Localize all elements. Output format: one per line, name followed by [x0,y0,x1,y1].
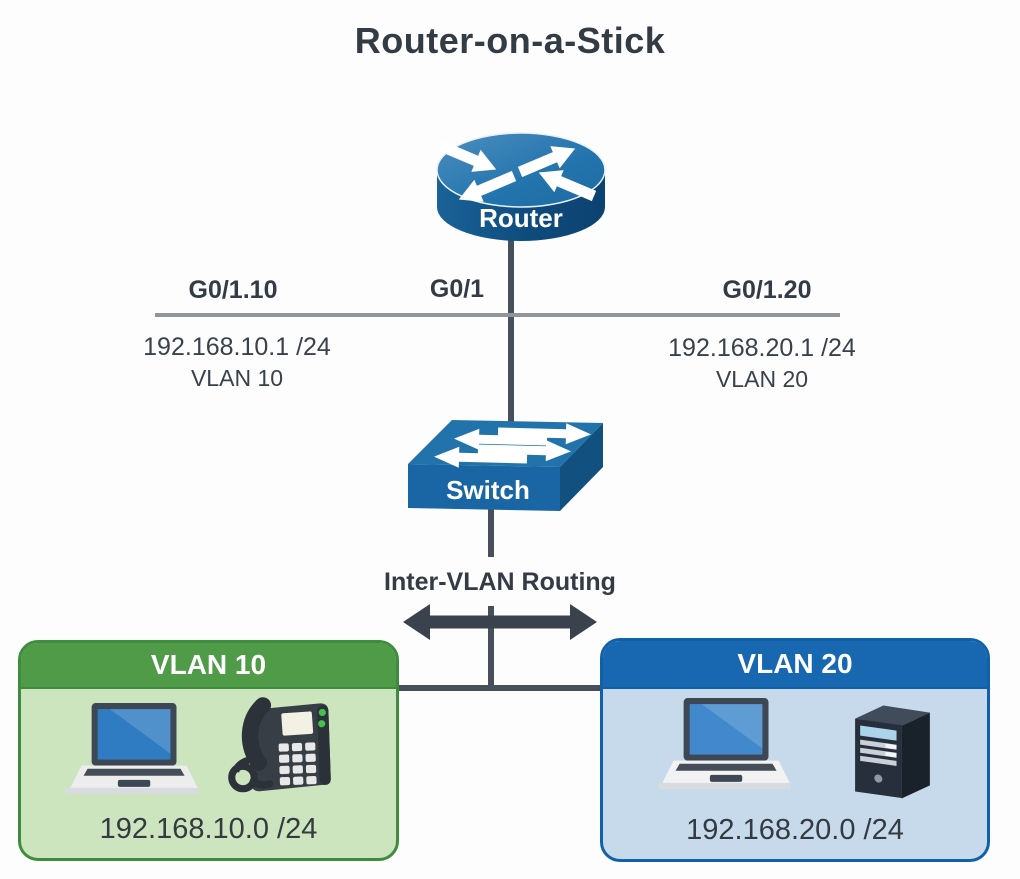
laptop-icon [657,698,791,789]
router-label: Router [479,203,563,233]
switch-label: Switch [446,475,530,505]
vlan10-header: VLAN 10 [21,643,396,689]
subinterface-right-label: G0/1.20 [722,276,812,304]
vlan10-box: VLAN 10 [18,640,399,861]
switch-icon [408,420,603,511]
laptop-icon [65,703,199,794]
vlan-tag-left: VLAN 10 [190,365,284,391]
ip-phone-icon [228,697,331,793]
vlan20-box: VLAN 20 [600,638,990,862]
inter-vlan-routing-label: Inter-VLAN Routing [384,568,616,596]
vlan20-header: VLAN 20 [603,641,987,689]
inter-vlan-arrow [403,604,597,640]
router-icon [436,132,606,241]
vlan20-subnet: 192.168.20.0 /24 [686,814,904,846]
server-icon [855,705,930,799]
trunk-interface-label: G0/1 [429,275,485,303]
vlan-tag-right: VLAN 20 [715,366,809,392]
vlan10-subnet: 192.168.10.0 /24 [99,813,318,845]
diagram-title: Router-on-a-Stick [354,20,666,61]
gateway-ip-left: 192.168.10.1 /24 [143,333,331,361]
subinterface-left-label: G0/1.10 [188,276,278,304]
gateway-ip-right: 192.168.20.1 /24 [668,334,856,362]
